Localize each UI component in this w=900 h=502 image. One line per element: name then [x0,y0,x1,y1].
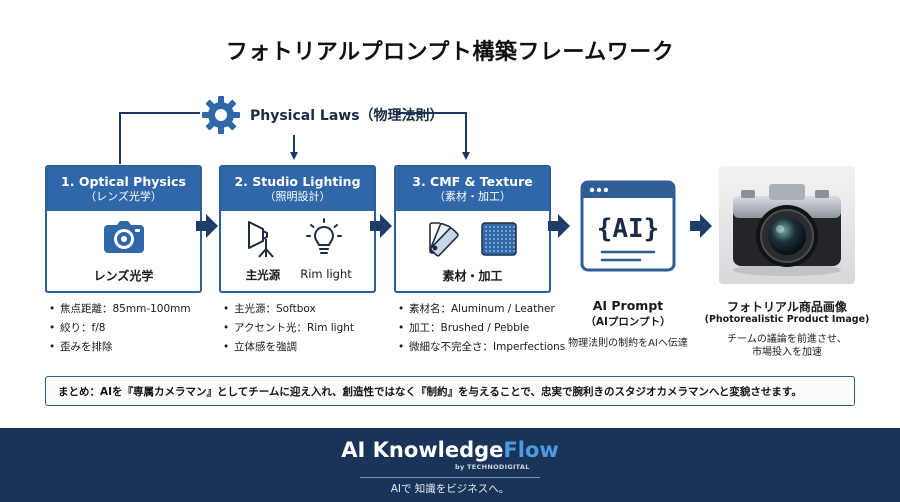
lightbulb-icon [305,217,343,261]
product-title: フォトリアル商品画像 [727,300,847,314]
list-item: 歪みを排除 [49,338,191,357]
brand-accent: Flow [503,438,559,462]
footer: AI KnowledgeFlow by TECHNODIGITAL AIで 知識… [0,428,900,502]
product-description: チームの議論を前進させ、 市場投入を加速 [710,333,864,359]
card-label: 主光源 [245,268,281,282]
card-header: 3. CMF & Texture （素材・加工） [396,167,549,211]
gear-icon [200,94,242,136]
arrow-right-icon [690,213,712,239]
optical-bullets: 焦点距離：85mm-100mm 絞り：f/8 歪みを排除 [49,300,191,357]
card-title: 1. Optical Physics [61,174,186,189]
connector-to-optical [119,112,200,164]
cmf-bullets: 素材名：Aluminum / Leather 加工：Brushed / Pebb… [398,300,565,357]
physical-laws-label: Physical Laws（物理法則） [250,108,444,124]
ai-prompt-title: AI Prompt [592,298,664,313]
arrow-right-icon [370,213,392,239]
arrow-right-icon [548,213,570,239]
list-item: 立体感を強調 [223,338,354,357]
footer-tagline: AIで 知識をビジネスへ。 [390,483,510,495]
list-item: 微細な不完全さ：Imperfections [398,338,565,357]
card-optical-physics: 1. Optical Physics （レンズ光学） レンズ光学 [45,165,202,293]
physical-laws: Physical Laws（物理法則） [200,92,444,138]
softbox-icon [245,219,285,263]
list-item: アクセント光：Rim light [223,319,354,338]
card-header: 2. Studio Lighting （照明設計） [221,167,374,211]
ai-prompt-description: 物理法則の制約をAIへ伝達 [568,338,688,349]
swatch-fan-icon [426,219,466,263]
list-item: 主光源：Softbox [223,300,354,319]
summary-box: まとめ：AIを『専属カメラマン』としてチームに迎え入れ、創造性ではなく『制約』を… [45,376,855,406]
list-item: 加工：Brushed / Pebble [398,319,565,338]
card-title: 2. Studio Lighting [234,174,361,189]
lighting-bullets: 主光源：Softbox アクセント光：Rim light 立体感を強調 [223,300,354,357]
card-cmf-texture: 3. CMF & Texture （素材・加工） 素材 [394,165,551,293]
card-subtitle: （照明設計） [264,190,331,203]
list-item: 素材名：Aluminum / Leather [398,300,565,319]
arrow-right-icon [196,213,218,239]
card-studio-lighting: 2. Studio Lighting （照明設計） [219,165,376,293]
card-label: 素材・加工 [442,269,503,283]
card-subtitle: （素材・加工） [434,190,511,203]
list-item: 焦点距離：85mm-100mm [49,300,191,319]
card-label: Rim light [300,267,352,281]
brand-logo: AI KnowledgeFlow [0,438,900,462]
page-title: フォトリアルプロンプト構築フレームワーク [225,40,675,65]
card-title: 3. CMF & Texture [412,174,533,189]
card-label: レンズ光学 [93,269,154,283]
texture-swatch-icon [480,221,518,261]
list-item: 絞り：f/8 [49,319,191,338]
footer-divider [360,477,540,478]
connector-to-cmf [396,112,470,160]
ai-icon-text: {AI} [597,214,660,244]
card-subtitle: （レンズ光学） [85,190,162,203]
product-description-line: 市場投入を加速 [752,347,822,358]
product-description-line: チームの議論を前進させ、 [727,334,847,345]
ai-prompt-subtitle: （AIプロンプト） [585,316,671,328]
ai-prompt-window-icon: {AI} [580,180,676,272]
brand-main: AI Knowledge [341,438,504,462]
product-subtitle: (Photorealistic Product Image) [704,314,870,325]
card-header: 1. Optical Physics （レンズ光学） [47,167,200,211]
brand-byline: by TECHNODIGITAL [455,463,530,471]
product-photo [719,166,855,284]
camera-icon [102,220,146,260]
